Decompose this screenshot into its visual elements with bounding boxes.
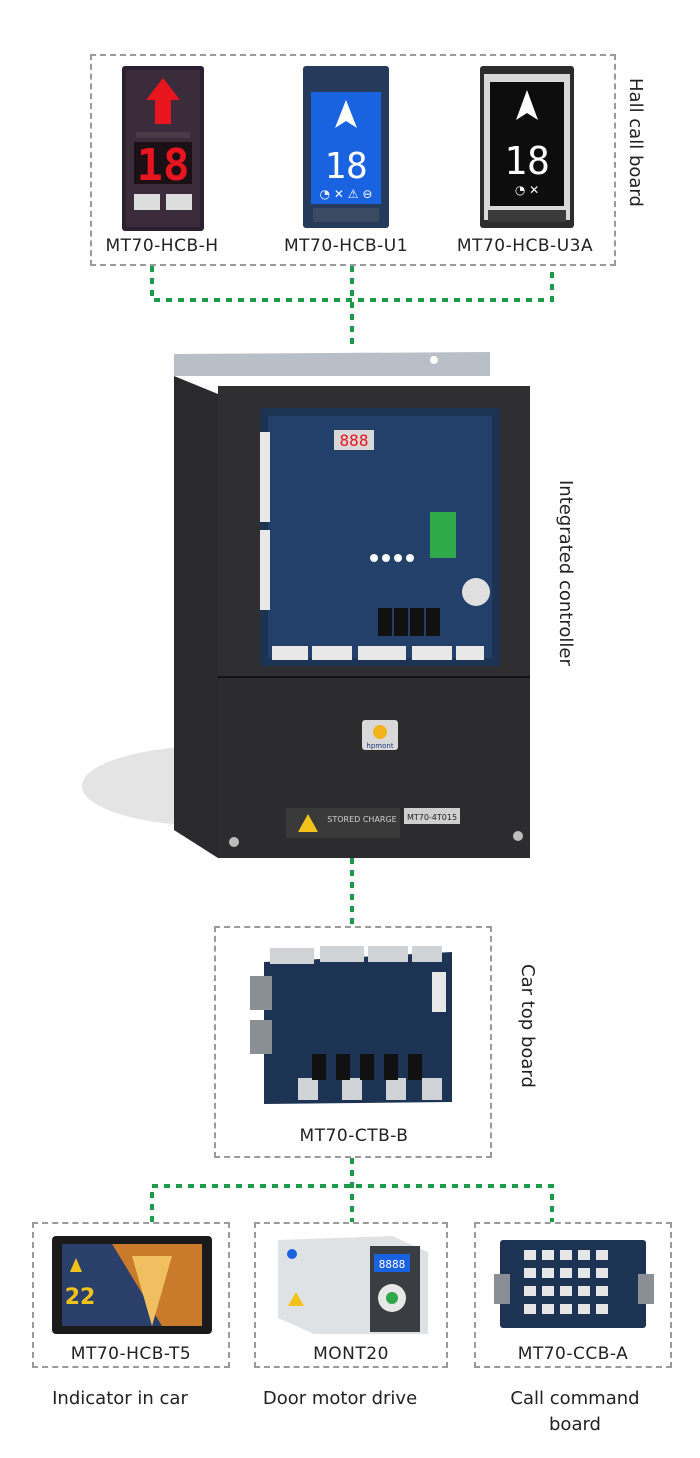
indicator-in-car-image: 22 xyxy=(52,1236,212,1334)
ccb-a-label: MT70-CCB-A xyxy=(517,1344,629,1364)
indicator-caption: Indicator in car xyxy=(52,1388,188,1409)
door-drive-display: 8888 xyxy=(379,1258,406,1271)
hcb-u1-board-image: 18 ◔ ✕ ⚠ ⊖ xyxy=(303,66,389,228)
model-plate: MT70-4T015 xyxy=(407,813,457,822)
svg-text:◔ ✕: ◔ ✕ xyxy=(515,183,539,197)
call-command-group-box xyxy=(474,1222,672,1368)
hcb-t5-label: MT70-HCB-T5 xyxy=(70,1344,192,1364)
mont20-label: MONT20 xyxy=(313,1344,389,1364)
hcb-u1-number: 18 xyxy=(324,146,367,187)
hcb-u3a-board-image: 18 ◔ ✕ xyxy=(480,66,574,228)
hcb-u1-label: MT70-HCB-U1 xyxy=(283,236,409,256)
car-top-board-image xyxy=(246,942,458,1112)
hcb-h-board-image: 18 xyxy=(122,66,204,231)
car-top-board-label: MT70-CTB-B xyxy=(299,1126,409,1146)
door-motor-drive-image: 8888 xyxy=(274,1232,432,1336)
car-top-group-box xyxy=(214,926,492,1158)
car-top-section-label: Car top board xyxy=(517,964,538,1088)
controller-segment-display: 888 xyxy=(340,431,369,450)
integrated-controller-label: Integrated controller xyxy=(555,480,576,666)
hcb-u3a-number: 18 xyxy=(504,139,550,183)
car-indicator-number: 22 xyxy=(65,1285,96,1310)
hcb-u3a-label: MT70-HCB-U3A xyxy=(456,236,594,256)
hcb-h-number: 18 xyxy=(137,140,190,191)
door-drive-group-box xyxy=(254,1222,448,1368)
door-drive-caption: Door motor drive xyxy=(262,1388,418,1409)
call-command-board-image xyxy=(494,1236,654,1332)
indicator-group-box xyxy=(32,1222,230,1368)
svg-text:◔ ✕ ⚠ ⊖: ◔ ✕ ⚠ ⊖ xyxy=(320,187,373,201)
brand-logo-text: hpmont xyxy=(366,742,393,750)
hall-call-group-box xyxy=(90,54,616,266)
stored-charge-warning: STORED CHARGE xyxy=(327,815,396,824)
integrated-controller-image: 888 hpmont STORED CHARGE MT70-4T015 xyxy=(72,346,542,860)
call-command-caption: Call command board xyxy=(510,1388,640,1435)
hcb-h-label: MT70-HCB-H xyxy=(105,236,219,256)
